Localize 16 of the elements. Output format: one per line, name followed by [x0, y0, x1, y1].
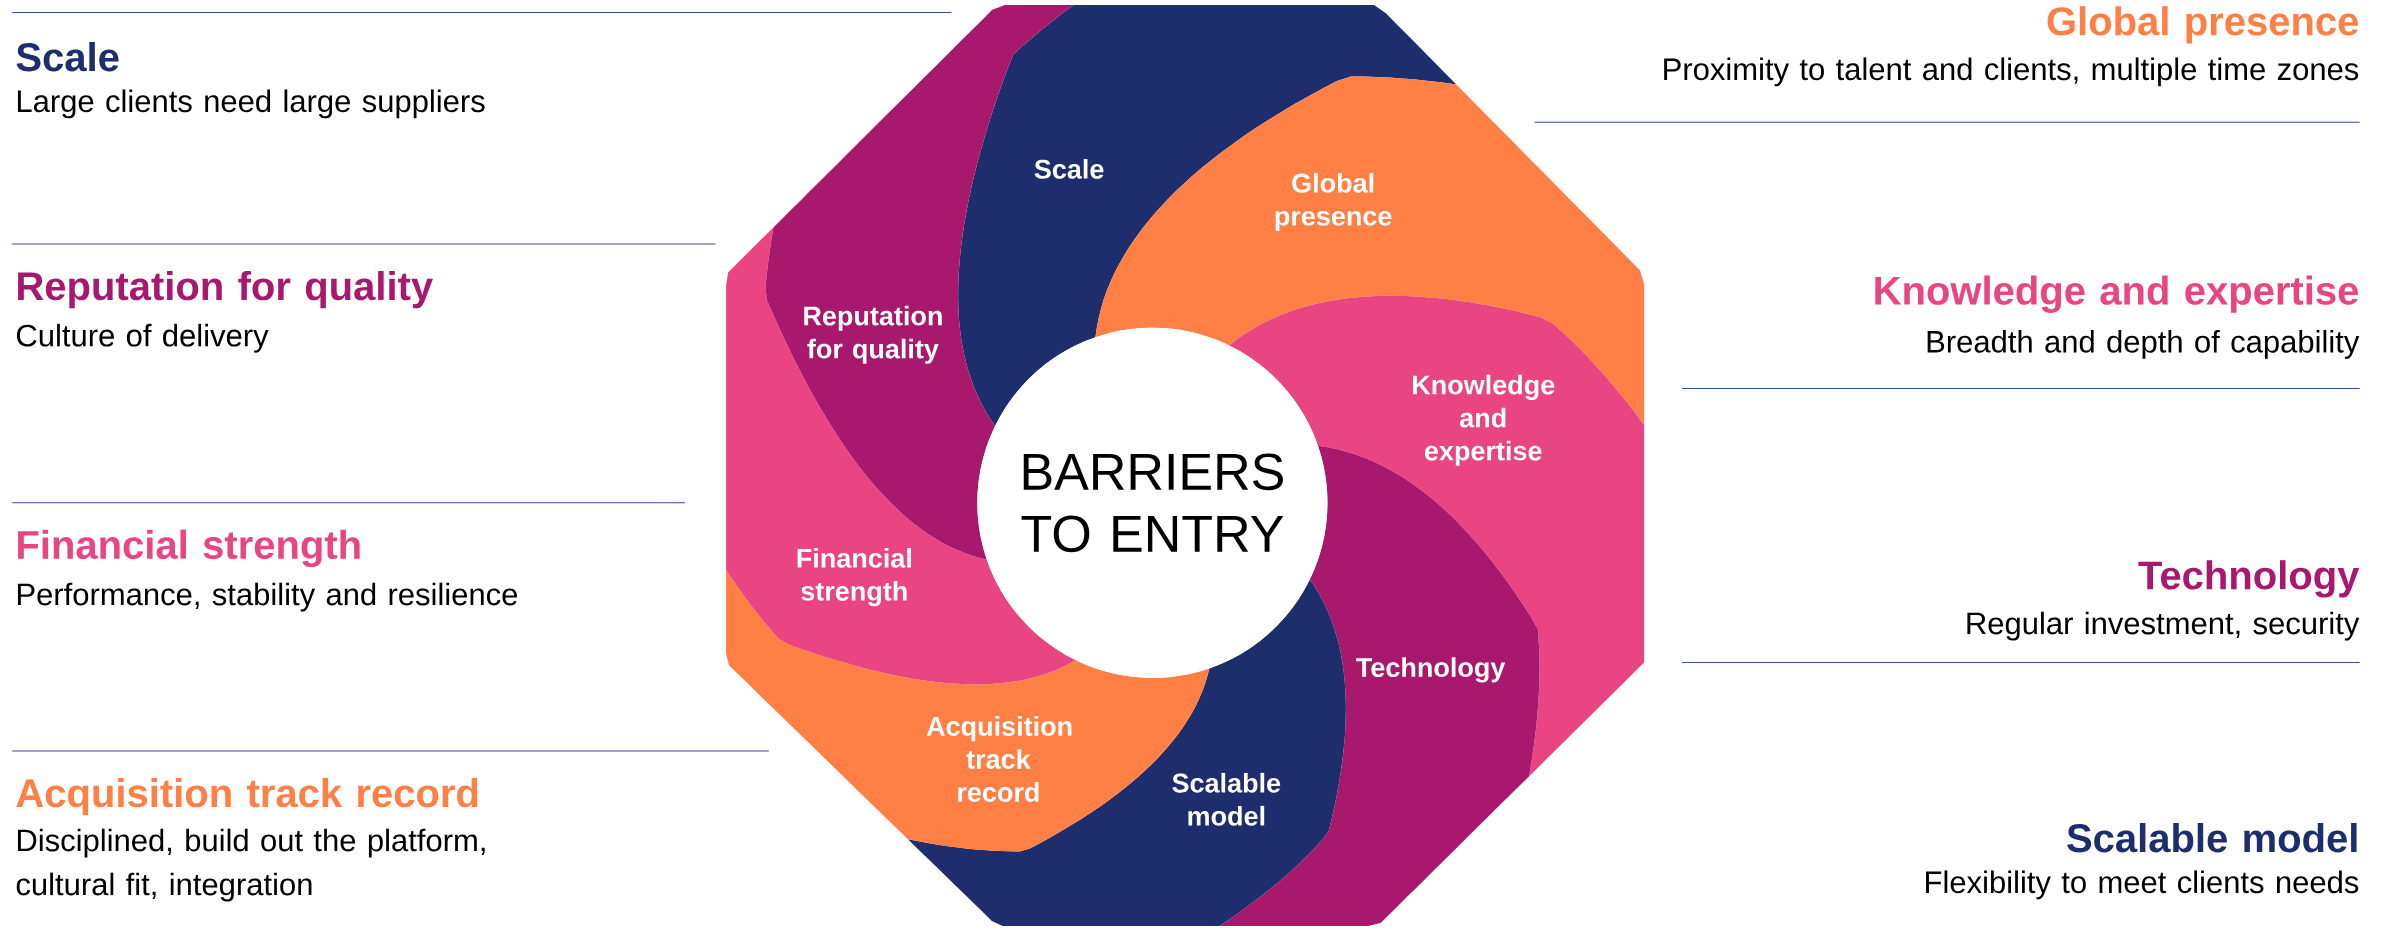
side-heading: Scalable model [2067, 823, 2357, 853]
side-description: Flexibility to meet clients needs [1926, 870, 2359, 900]
side-heading: Acquisition track record [16, 777, 478, 816]
side-heading: Technology [2138, 560, 2360, 598]
side-heading: Reputation for quality [18, 270, 433, 309]
side-heading: Knowledge and expertise [1875, 275, 2359, 313]
side-description: Performance, stability and resilience [17, 582, 518, 612]
side-description: Proximity to talent and clients, multiple time zones [1664, 57, 2359, 87]
side-heading: Global presence [2047, 6, 2359, 44]
side-description: Disciplined, build out the platform, cultural fit, integration [16, 828, 485, 902]
side-heading: Scale [16, 42, 119, 72]
side-description: Culture of delivery [16, 323, 269, 353]
side-description: Breadth and depth of capability [1927, 329, 2360, 359]
side-description: Regular investment, security [1967, 611, 2360, 641]
side-description: Large clients need large suppliers [17, 89, 485, 119]
side-heading: Financial strength [18, 529, 360, 568]
